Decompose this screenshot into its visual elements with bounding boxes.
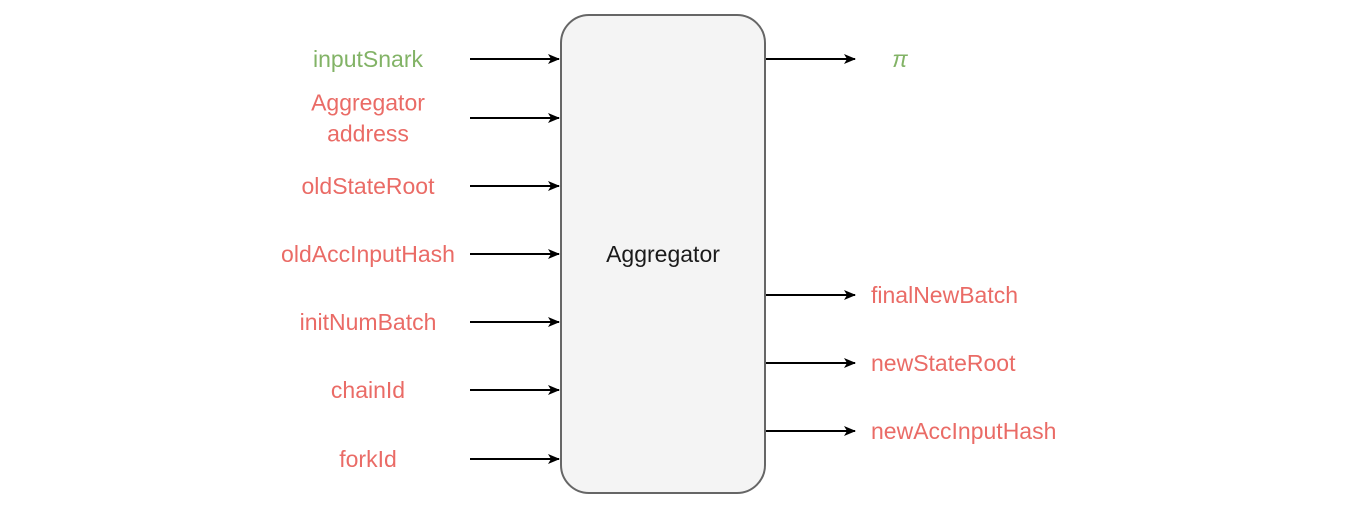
input-label: initNumBatch	[300, 309, 437, 335]
output-newaccinputhash: newAccInputHash	[766, 418, 1056, 444]
aggregator-block	[560, 14, 766, 494]
output-pi: π	[766, 46, 908, 72]
aggregator-block-label: Aggregator	[606, 241, 720, 267]
output-label: newStateRoot	[871, 350, 1016, 376]
input-initnumbatch: initNumBatch	[300, 309, 560, 335]
output-label: π	[892, 46, 908, 72]
input-oldaccinputhash: oldAccInputHash	[281, 241, 560, 267]
output-newstateroot: newStateRoot	[766, 350, 1016, 376]
input-forkid: forkId	[339, 446, 560, 472]
output-label: finalNewBatch	[871, 282, 1018, 308]
input-oldstateroot: oldStateRoot	[302, 173, 560, 199]
input-label: forkId	[339, 446, 397, 472]
input-label: Aggregator	[311, 90, 425, 116]
input-label: oldAccInputHash	[281, 241, 455, 267]
output-label: newAccInputHash	[871, 418, 1056, 444]
input-label: address	[327, 121, 409, 147]
input-label: chainId	[331, 377, 405, 403]
input-inputsnark: inputSnark	[313, 46, 560, 72]
input-aggregator-address: Aggregator address	[311, 90, 560, 147]
input-label: oldStateRoot	[302, 173, 436, 199]
input-chainid: chainId	[331, 377, 560, 403]
input-label: inputSnark	[313, 46, 423, 72]
output-finalnewbatch: finalNewBatch	[766, 282, 1018, 308]
